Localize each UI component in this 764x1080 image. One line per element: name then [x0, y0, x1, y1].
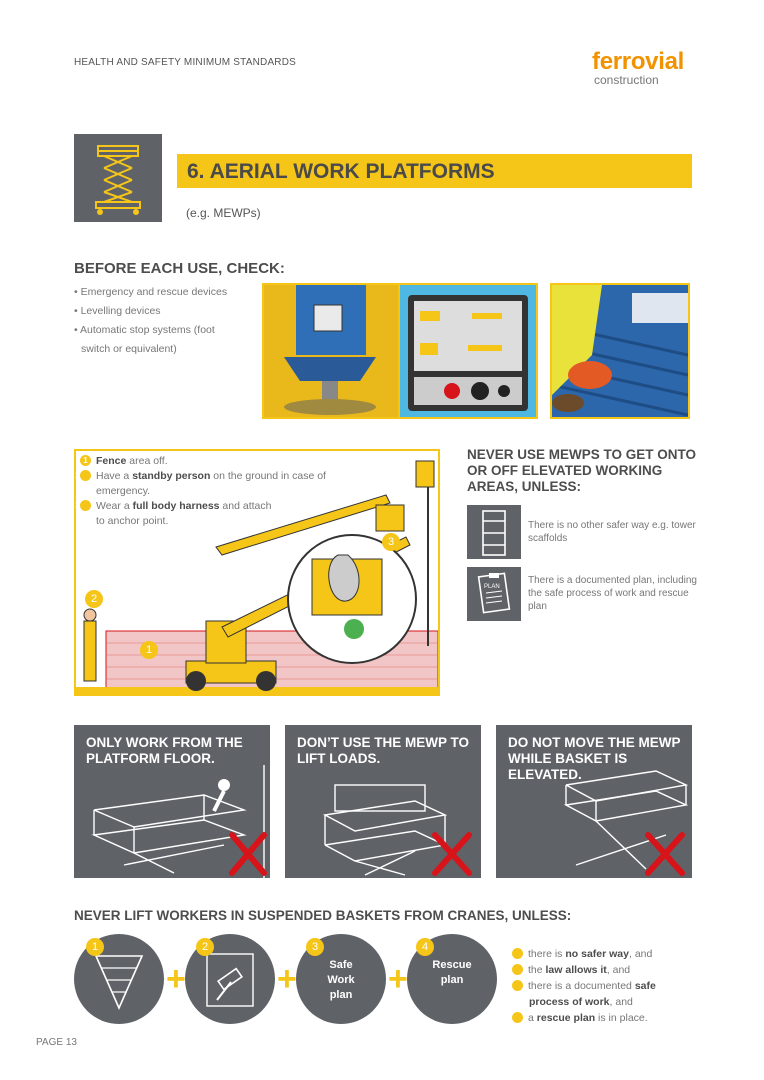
- circle-label: Rescue plan: [432, 959, 472, 986]
- section-title-bar: 6. AERIAL WORK PLATFORMS: [177, 154, 692, 188]
- circle-number-1: 1: [86, 938, 104, 956]
- circle-number-4: 4: [416, 938, 434, 956]
- panel-basket-elevated: DO NOT MOVE THE MEWP WHILE BASKET IS ELE…: [496, 725, 692, 878]
- tower-scaffold-icon: [467, 505, 521, 559]
- plus-icon: +: [166, 960, 186, 998]
- panel-title: DO NOT MOVE THE MEWP WHILE BASKET IS ELE…: [508, 735, 681, 782]
- foot-switch-photo: [550, 283, 690, 419]
- marker-2: 2: [85, 590, 103, 608]
- page-number: PAGE 13: [36, 1037, 77, 1048]
- ferrovial-logo: ferrovial construction: [592, 48, 702, 87]
- circle-number-3: 3: [306, 938, 324, 956]
- document-title: HEALTH AND SAFETY MINIMUM STANDARDS: [74, 57, 297, 68]
- circle-number-2: 2: [196, 938, 214, 956]
- marker-3: 3: [382, 533, 400, 551]
- before-use-heading: BEFORE EACH USE, CHECK:: [74, 260, 285, 277]
- plus-icon: +: [277, 960, 297, 998]
- section-subtitle: (e.g. MEWPs): [186, 206, 261, 220]
- before-use-list: • Emergency and rescue devices • Levelli…: [74, 283, 227, 359]
- control-panel-photo: [398, 283, 538, 419]
- panel-platform-floor: ONLY WORK FROM THE PLATFORM FLOOR.: [74, 725, 270, 878]
- plus-icon: +: [388, 960, 408, 998]
- list-item: • Emergency and rescue devices: [74, 286, 228, 298]
- circle-safe-work-plan: Safe Work plan: [296, 934, 386, 1024]
- never-mewp-condition-1: There is no other safer way e.g. tower s…: [528, 520, 696, 544]
- never-mewp-condition-2: There is a documented plan, including th…: [528, 575, 697, 612]
- logo-sub: construction: [594, 73, 659, 87]
- never-mewp-heading: NEVER USE MEWPS TO GET ONTO OR OFF ELEVA…: [467, 447, 697, 494]
- svg-text:PLAN: PLAN: [484, 584, 500, 590]
- cranes-heading: NEVER LIFT WORKERS IN SUSPENDED BASKETS …: [74, 908, 572, 923]
- list-item: • Levelling devices: [74, 305, 161, 317]
- clipboard-plan-icon: PLAN: [467, 567, 521, 621]
- panel-title: ONLY WORK FROM THE PLATFORM FLOOR.: [86, 735, 243, 766]
- mewp-illustration: [74, 449, 440, 696]
- list-item: • Automatic stop systems (foot switch or…: [74, 324, 215, 355]
- marker-1: 1: [140, 641, 158, 659]
- logo-brand: ferrovial: [592, 48, 685, 75]
- circle-label: Safe Work plan: [327, 959, 355, 1001]
- panel-title: DON’T USE THE MEWP TO LIFT LOADS.: [297, 735, 470, 766]
- panel-lift-loads: DON’T USE THE MEWP TO LIFT LOADS.: [285, 725, 481, 878]
- levelling-device-photo: [262, 283, 402, 419]
- section-title: 6. AERIAL WORK PLATFORMS: [187, 160, 495, 183]
- scissor-lift-icon: [74, 134, 162, 222]
